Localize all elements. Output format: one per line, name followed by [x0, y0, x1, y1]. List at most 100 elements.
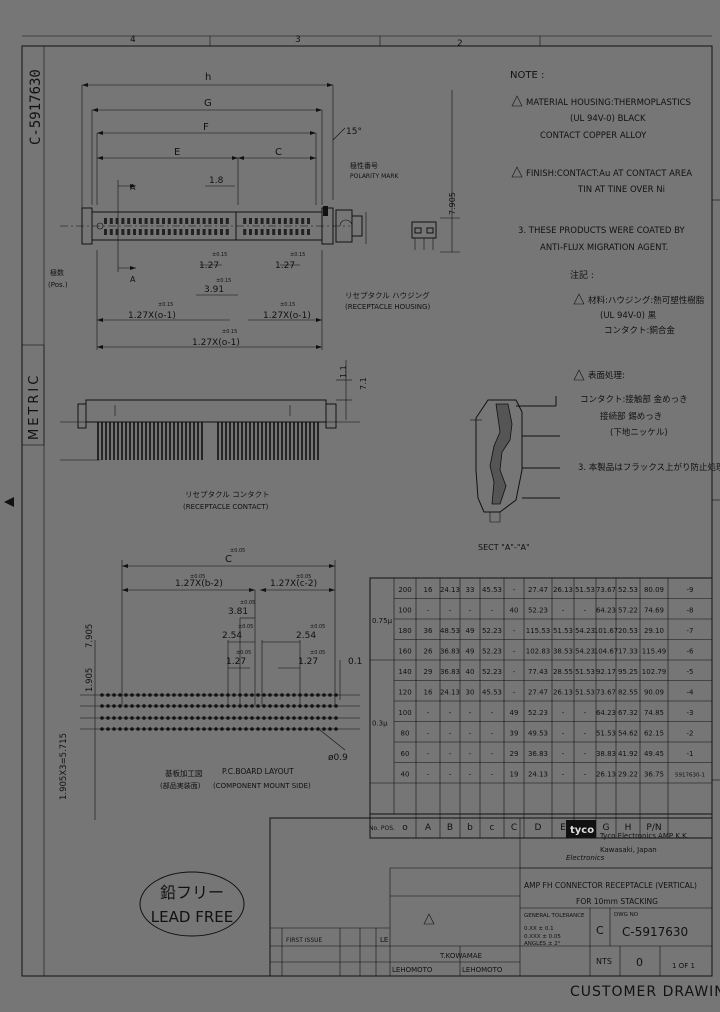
- table-cell: 160: [398, 648, 411, 656]
- pcb-hole: [202, 704, 206, 708]
- pcb-hole: [130, 716, 134, 720]
- pcb-hole: [202, 716, 206, 720]
- pcb-hole: [268, 716, 272, 720]
- pcb-hole: [166, 727, 170, 731]
- section-mark-a-bottom: A: [130, 275, 136, 284]
- pcb-hole: [274, 727, 278, 731]
- pcb-hole: [250, 693, 254, 697]
- table-header-cell: C: [511, 823, 517, 833]
- tol-1: ±0.15: [212, 252, 227, 258]
- pcb-hole: [160, 716, 164, 720]
- pin1-label: 極性番号: [350, 161, 378, 170]
- table-cell: 140: [398, 668, 411, 676]
- pcb-hole: [214, 716, 218, 720]
- table-cell: 40: [401, 771, 410, 779]
- pcb-hole: [322, 704, 326, 708]
- table-cell: 27.47: [528, 586, 548, 594]
- pin-bottom-row: [115, 229, 119, 235]
- pin-top-row: [289, 218, 293, 224]
- pcb-dim-0-1: 0.1: [348, 657, 362, 667]
- pin-top-row: [278, 218, 281, 224]
- table-cell: 64.23: [596, 709, 616, 717]
- pcb-hole: [100, 716, 104, 720]
- customer-drawing-label: CUSTOMER DRAWING: [570, 984, 720, 1000]
- pcb-tol-3: ±0.05: [296, 574, 311, 580]
- pin-bottom-row: [295, 229, 299, 235]
- size-c: C: [596, 924, 604, 937]
- pcb-hole: [262, 693, 266, 697]
- pcb-dim-2-54-a: 2.54: [222, 631, 242, 641]
- table-cell: -: [491, 709, 494, 717]
- jp-note-3-line-1: 3. 本製品はフラックス上がり防止処理済み: [578, 462, 720, 473]
- logo-tyco: tyco: [570, 825, 594, 836]
- note-2-line-2: TIN AT TINE OVER Ni: [577, 185, 665, 195]
- pcb-hole: [268, 693, 272, 697]
- pcb-hole: [184, 704, 188, 708]
- pcb-dim-3-81: 3.81: [228, 607, 248, 617]
- table-cell: 200: [398, 586, 411, 594]
- company-city: Kawasaki, Japan: [600, 846, 657, 854]
- pcb-hole: [256, 704, 260, 708]
- pcb-hole: [202, 727, 206, 731]
- table-cell: 52.23: [482, 627, 502, 635]
- pcb-hole: [280, 727, 284, 731]
- side-drawing-number: C-5917630: [28, 69, 44, 145]
- table-cell: 27.47: [528, 689, 548, 697]
- table-cell: 51.53: [553, 627, 573, 635]
- table-cell: 5917630-1: [675, 773, 705, 779]
- pcb-hole: [220, 727, 224, 731]
- pcb-hole: [214, 727, 218, 731]
- table-cell: 115.49: [642, 648, 667, 656]
- table-cell: 26: [424, 648, 433, 656]
- table-cell: -: [491, 771, 494, 779]
- pcb-hole: [118, 727, 122, 731]
- dim-1-8: 1.8: [209, 176, 224, 186]
- pcb-hole: [334, 704, 338, 708]
- jp-note-2-line-3: 接続部 錫めっき: [600, 411, 662, 422]
- pcb-hole: [112, 704, 116, 708]
- pin-bottom-row: [162, 229, 165, 235]
- pin-bottom-row: [243, 229, 247, 235]
- logo-electronics: Electronics: [566, 854, 605, 862]
- pcb-hole: [286, 704, 290, 708]
- pcb-hole: [256, 693, 260, 697]
- table-cell: 38.53: [553, 648, 573, 656]
- pcb-hole: [328, 716, 332, 720]
- pin-bottom-row: [220, 229, 223, 235]
- pcb-dim-7-905: 7.905: [85, 624, 95, 648]
- table-cell: -4: [687, 689, 695, 697]
- pcb-hole: [208, 693, 212, 697]
- table-cell: 36: [424, 627, 433, 635]
- table-cell: 16: [424, 689, 433, 697]
- pcb-hole: [310, 704, 314, 708]
- pcb-hole: [238, 716, 242, 720]
- pcb-hole: [280, 716, 284, 720]
- dim-pitch-a: 1.27X(o-1): [263, 311, 311, 321]
- pcb-hole: [286, 716, 290, 720]
- table-cell: 49: [510, 709, 519, 717]
- pin-top-row: [249, 218, 252, 224]
- table-cell: 29: [424, 668, 433, 676]
- pcb-hole: [106, 716, 110, 720]
- table-cell: -6: [687, 648, 695, 656]
- pin-top-row: [150, 218, 154, 224]
- dim-1-27-b: 1.27: [275, 261, 295, 271]
- table-cell: 62.15: [644, 730, 664, 738]
- pcb-hole: [130, 704, 134, 708]
- pcb-hole: [328, 704, 332, 708]
- le-mark: LE: [380, 936, 388, 944]
- table-cell: 30: [466, 689, 475, 697]
- pcb-hole: [220, 704, 224, 708]
- pcb-dim-c2: 1.27X(c-2): [270, 579, 317, 589]
- pcb-hole: [106, 727, 110, 731]
- pcb-hole: [334, 727, 338, 731]
- table-cell: 29.10: [644, 627, 664, 635]
- table-cell: 29.22: [618, 771, 638, 779]
- table-header-cell: No. POS.: [369, 825, 395, 832]
- jp-note-2-line-1: 表面処理:: [588, 370, 625, 381]
- table-cell: -: [513, 689, 516, 697]
- housing-label-jp: リセプタクル ハウジング: [345, 290, 430, 300]
- pin-bottom-row: [214, 229, 218, 235]
- pcb-dim-1-905: 1.905: [85, 668, 95, 692]
- table-cell: 49: [466, 648, 475, 656]
